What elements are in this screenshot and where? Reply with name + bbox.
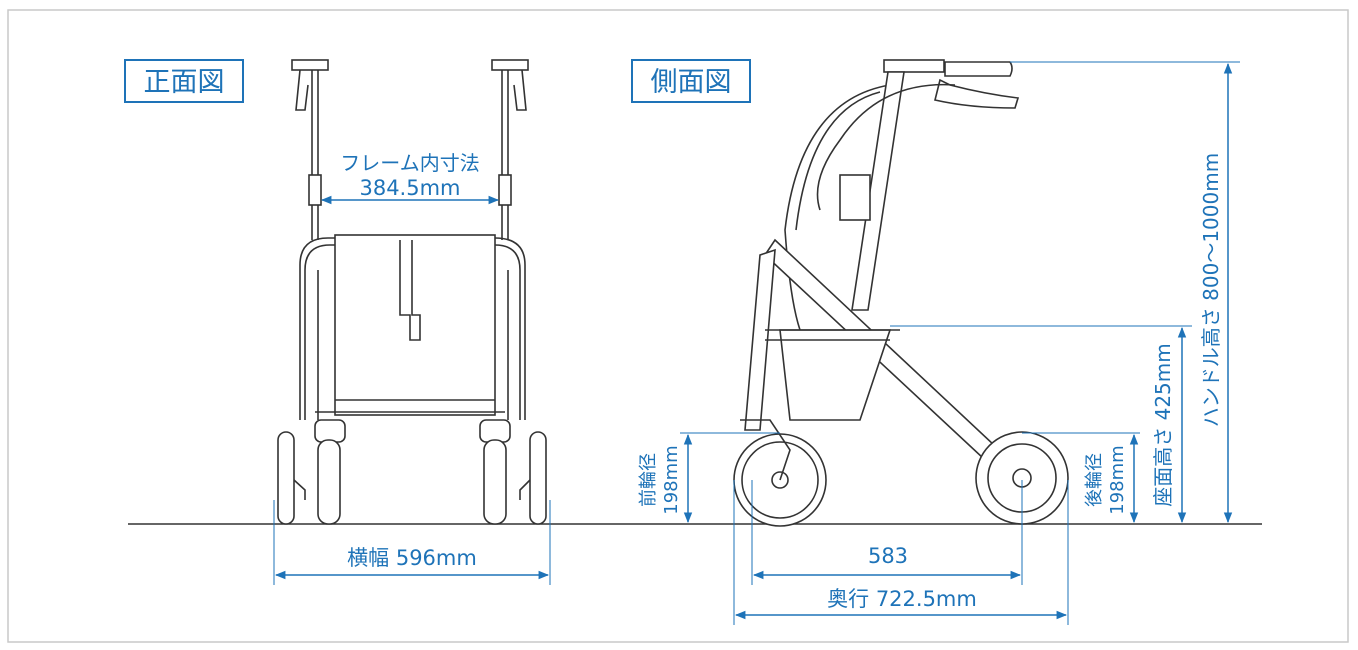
front-wheel-label: 前輪径 [638, 453, 659, 507]
handle-height-label: ハンドル高さ 800〜1000mm [1199, 153, 1223, 427]
front-wheel-value: 198mm [661, 445, 682, 514]
rear-wheel-value: 198mm [1107, 445, 1128, 514]
width-label: 横幅 596mm [347, 546, 477, 570]
side-view-title-box [631, 59, 751, 103]
front-view-title: 正面図 [144, 67, 225, 98]
depth-label: 奥行 722.5mm [827, 587, 977, 611]
side-walker-drawing [733, 59, 1069, 527]
front-view: 正面図 [124, 59, 551, 585]
front-view-title-box [124, 59, 244, 103]
frame-inner-label: フレーム内寸法 [340, 151, 479, 175]
rear-wheel-label: 後輪径 [1084, 453, 1105, 507]
wheelbase-label: 583 [868, 544, 908, 568]
side-view: 側面図 [631, 59, 1240, 625]
side-view-title: 側面図 [651, 67, 732, 98]
seat-height-label: 座面高さ 425mm [1151, 343, 1175, 507]
frame-inner-value: 384.5mm [359, 176, 460, 200]
front-walker-drawing [277, 59, 547, 525]
outer-border [7, 9, 1349, 643]
